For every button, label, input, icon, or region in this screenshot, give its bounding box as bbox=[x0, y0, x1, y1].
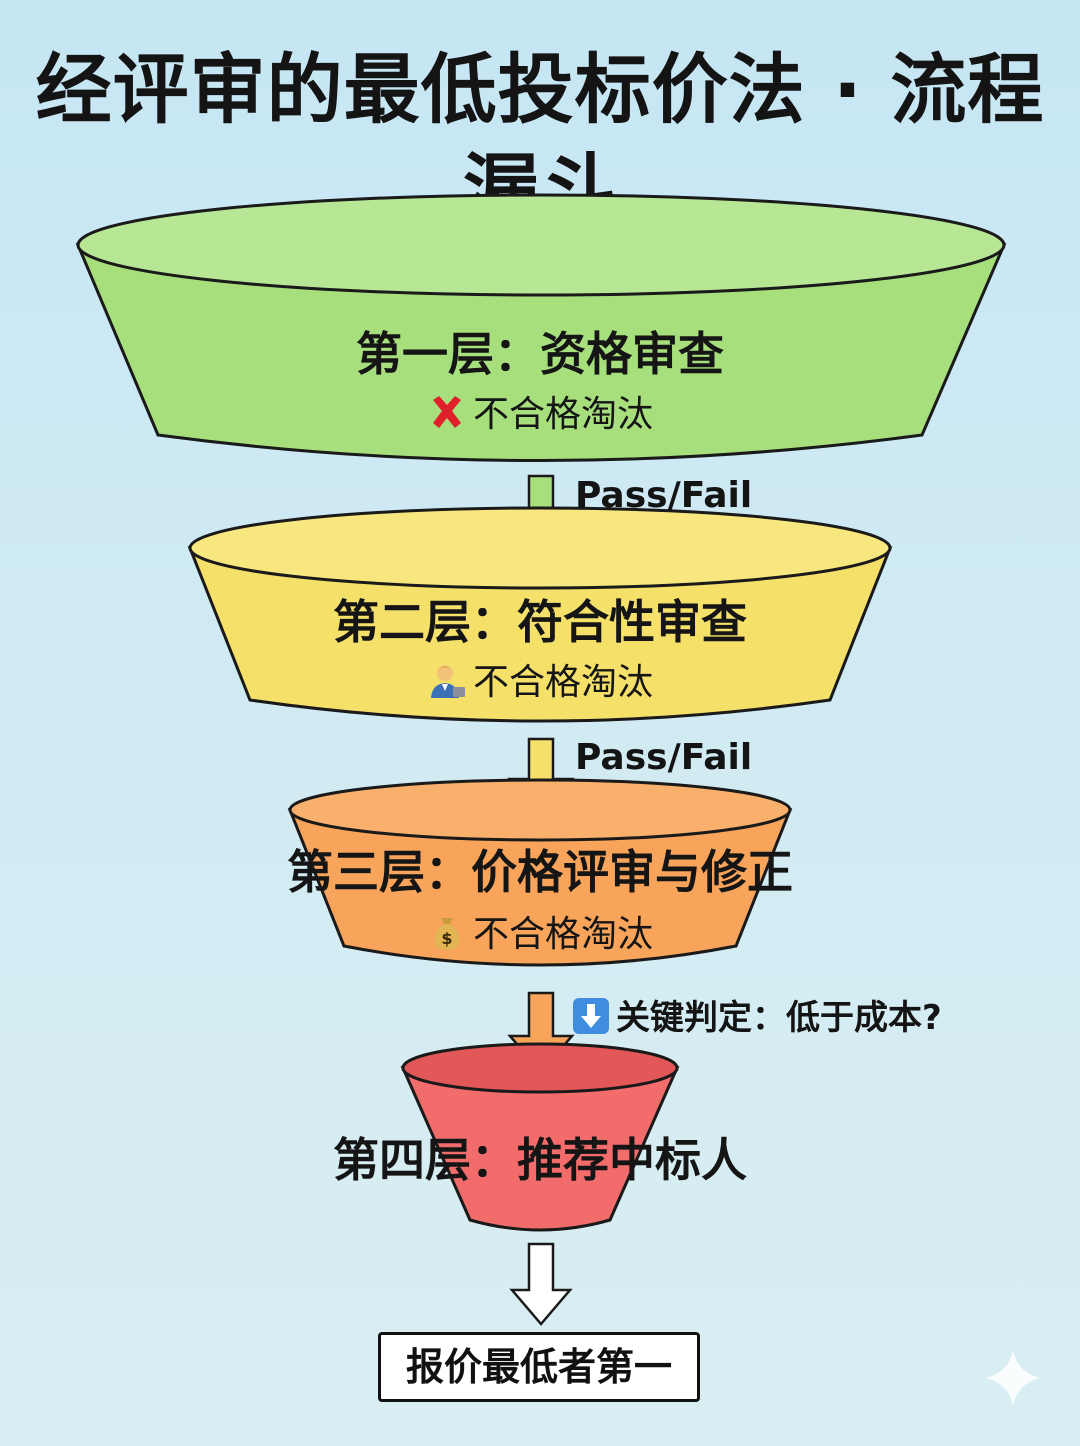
down-arrow-icon bbox=[572, 997, 610, 1035]
result-box: 报价最低者第一 bbox=[378, 1332, 700, 1402]
cross-mark-icon bbox=[427, 392, 467, 432]
page-title: 经评审的最低投标价法 · 流程漏斗 bbox=[35, 45, 1045, 234]
money-bag-icon: $ bbox=[427, 912, 467, 952]
layer-3-subtitle: $ 不合格淘汰 bbox=[0, 912, 1080, 958]
layer-1-subtitle-text: 不合格淘汰 bbox=[472, 394, 653, 435]
pass-fail-label-1: Pass/Fail bbox=[575, 475, 753, 516]
layer-3-title: 第三层：价格评审与修正 bbox=[287, 845, 793, 899]
layer-2-subtitle: 不合格淘汰 bbox=[0, 660, 1080, 706]
funnel-layer-1 bbox=[75, 193, 1007, 462]
layer-1-subtitle: 不合格淘汰 bbox=[0, 392, 1080, 438]
layer-3-subtitle-text: 不合格淘汰 bbox=[472, 914, 653, 955]
layer-4-title: 第四层：推荐中标人 bbox=[333, 1133, 747, 1187]
person-icon bbox=[427, 660, 467, 700]
result-arrow bbox=[509, 1242, 573, 1326]
funnel-layer-2 bbox=[187, 506, 893, 723]
layer-2-subtitle-text: 不合格淘汰 bbox=[472, 662, 653, 703]
key-decision-label: 关键判定：低于成本? bbox=[572, 996, 942, 1040]
key-decision-text: 关键判定：低于成本? bbox=[616, 998, 942, 1038]
funnel-layer-3 bbox=[287, 778, 793, 967]
svg-text:$: $ bbox=[441, 929, 452, 948]
funnel-layer-4 bbox=[400, 1042, 680, 1232]
sparkle-icon bbox=[986, 1350, 1040, 1406]
pass-fail-label-2: Pass/Fail bbox=[575, 737, 753, 778]
layer-1-title: 第一层：资格审查 bbox=[356, 327, 724, 381]
layer-2-title: 第二层：符合性审查 bbox=[333, 595, 747, 649]
